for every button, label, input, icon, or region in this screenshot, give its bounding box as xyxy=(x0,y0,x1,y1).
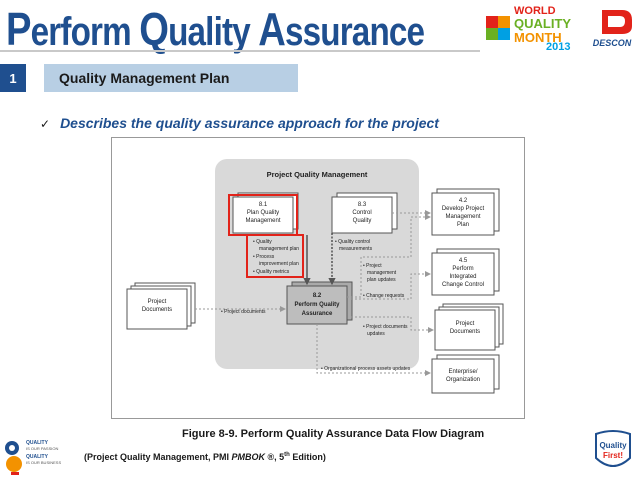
label-qc-b: measurements xyxy=(339,246,373,252)
change-line2: Integrated xyxy=(449,274,476,280)
change-line1: Perform xyxy=(452,266,473,272)
develop-line2: Management xyxy=(445,214,480,220)
title-initial-2: Q xyxy=(139,3,169,55)
plan-line2: Management xyxy=(245,218,280,224)
plan-num: 8.1 xyxy=(259,202,268,208)
descon-text: DESCON xyxy=(593,38,632,48)
change-num: 4.5 xyxy=(459,258,468,264)
plan-outputs-highlight xyxy=(246,234,304,278)
section-label: Quality Management Plan xyxy=(44,64,298,92)
qlogo-line4: IS OUR BUSINESS xyxy=(26,460,61,465)
plan-output-1a: • Quality xyxy=(253,239,272,245)
doc-project-documents-left: Project Documents xyxy=(126,282,196,330)
source-prefix: (Project Quality Management, PMI xyxy=(84,452,232,462)
plan-line1: Plan Quality xyxy=(247,210,279,216)
qlogo-line1: QUALITY xyxy=(26,440,49,446)
wqm-line3: MONTH xyxy=(514,30,562,45)
figure-caption: Figure 8-9. Perform Quality Assurance Da… xyxy=(182,428,485,440)
arrow-docs-updates xyxy=(351,316,434,333)
quality-first-badge: Quality First! xyxy=(595,430,631,467)
source-suffix: Edition) xyxy=(289,452,326,462)
source-reg: ®, 5 xyxy=(265,452,285,462)
qlogo-line2: IS OUR PASSION xyxy=(26,446,58,451)
label-docs-in: • Project documents xyxy=(221,309,266,315)
develop-num: 4.2 xyxy=(459,198,468,204)
plan-output-3a: • Quality metrics xyxy=(253,269,290,275)
check-icon: ✓ xyxy=(40,117,51,131)
wqm-year: 2013 xyxy=(546,41,570,52)
title-word-2: uality xyxy=(168,10,251,54)
qlogo-line3: QUALITY xyxy=(26,454,49,460)
develop-line1: Develop Project xyxy=(442,206,485,212)
enterprise-line2: Organization xyxy=(446,377,480,383)
label-pmp-a: • Project xyxy=(363,263,382,269)
source-italic: PMBOK xyxy=(231,452,266,462)
section-number: 1 xyxy=(0,64,26,92)
title-word-3: ssurance xyxy=(284,10,425,54)
docs-right-line1: Project xyxy=(456,321,475,327)
docs-left-line2: Documents xyxy=(142,307,172,313)
plan-output-2b: improvement plan xyxy=(259,261,299,267)
label-pmp-b: management xyxy=(367,270,397,276)
control-line1: Control xyxy=(352,210,371,216)
label-qc-a: • Quality control xyxy=(335,239,370,245)
change-line3: Change Control xyxy=(442,282,484,288)
title-divider xyxy=(0,50,480,52)
qfirst-line1: Quality xyxy=(599,441,627,450)
wqm-line2: QUALITY xyxy=(514,16,571,31)
bullet-text: Describes the quality assurance approach… xyxy=(60,115,439,131)
process-control-quality: 8.3 Control Quality xyxy=(331,192,398,234)
process-plan-quality: 8.1 Plan Quality Management xyxy=(232,192,299,234)
perform-line2: Assurance xyxy=(302,311,333,317)
data-flow-diagram: Project Quality Management 8.1 Plan Qual… xyxy=(111,137,525,419)
perform-line1: Perform Quality xyxy=(294,302,340,308)
process-develop-pmp: 4.2 Develop Project Management Plan xyxy=(431,188,500,236)
control-line2: Quality xyxy=(353,218,372,224)
docs-left-line1: Project xyxy=(148,299,167,305)
title-word-1: erform xyxy=(30,10,132,54)
docs-right-line2: Documents xyxy=(450,329,480,335)
wqm-line1: WORLD xyxy=(514,5,556,17)
plan-output-2a: • Process xyxy=(253,254,275,260)
doc-project-documents-right: Project Documents xyxy=(434,303,504,351)
develop-line3: Plan xyxy=(457,222,469,228)
source-citation: (Project Quality Management, PMI PMBOK ®… xyxy=(84,452,326,462)
process-perform-qa: 8.2 Perform Quality Assurance xyxy=(286,281,353,325)
plan-output-1b: management plan xyxy=(259,246,299,252)
qfirst-line2: First! xyxy=(603,451,623,460)
bullet-point: ✓ Describes the quality assurance approac… xyxy=(40,115,439,131)
arrow-opa-updates xyxy=(316,324,431,376)
descon-logo: DESCON xyxy=(593,10,632,48)
process-integrated-change: 4.5 Perform Integrated Change Control xyxy=(431,248,500,296)
plan-outputs: • Quality management plan • Process impr… xyxy=(253,239,299,275)
title-initial-1: P xyxy=(6,3,31,55)
arrow-change-requests xyxy=(351,271,431,300)
source-sup: th xyxy=(284,452,290,458)
perform-num: 8.2 xyxy=(313,293,322,299)
enterprise-line1: Enterprise/ xyxy=(448,369,477,375)
pqm-group-title: Project Quality Management xyxy=(267,170,368,179)
page-title: Perform Quality Assurance xyxy=(6,2,425,56)
control-num: 8.3 xyxy=(358,202,367,208)
title-initial-3: A xyxy=(258,3,286,55)
quality-passion-logo: QUALITY IS OUR PASSION QUALITY IS OUR BU… xyxy=(5,440,61,475)
label-pmp-c: plan updates xyxy=(367,277,396,283)
label-docs-updates-b: updates xyxy=(367,331,385,337)
label-opa-updates: • Organizational process assets updates xyxy=(321,366,411,372)
label-change-requests: • Change requests xyxy=(363,293,405,299)
enterprise-organization: Enterprise/ Organization xyxy=(431,354,500,394)
world-quality-month-logo: WORLD QUALITY MONTH 2013 xyxy=(486,5,571,52)
label-docs-updates-a: • Project documents xyxy=(363,324,408,330)
